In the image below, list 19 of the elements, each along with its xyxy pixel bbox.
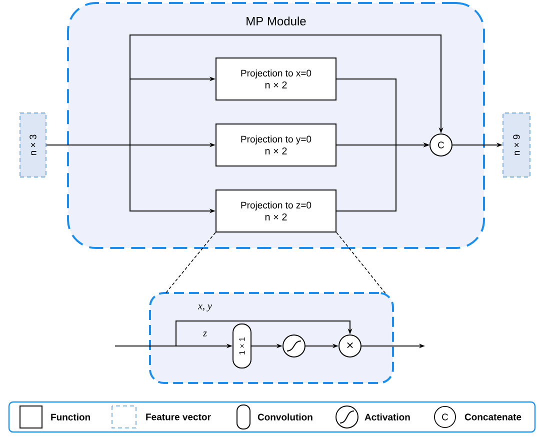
legend-label: Function [51, 414, 90, 420]
legend-label: Concatenate [464, 414, 522, 420]
feature-vector-box: n × 3 [20, 112, 46, 178]
zoom-line [164, 232, 216, 294]
arrow [46, 34, 444, 146]
function-box: Projection to x=0 n × 2 [216, 58, 336, 100]
legend-label: Feature vector [146, 414, 211, 420]
edge-label: x, y [198, 304, 212, 312]
arrow [176, 320, 352, 346]
feature-vector-box: n × 9 [502, 112, 530, 178]
convolution-pill: 1 × 1 [232, 323, 252, 368]
zoom-line [336, 232, 386, 294]
function-box: Projection to y=0 n × 2 [216, 124, 336, 166]
edge-label: z [202, 332, 207, 336]
legend-label: Convolution [258, 414, 312, 420]
legend-label: Activation [364, 414, 410, 420]
detail-box [149, 292, 394, 384]
operator-circle [282, 334, 306, 358]
function-box: Projection to z=0 n × 2 [216, 190, 336, 232]
